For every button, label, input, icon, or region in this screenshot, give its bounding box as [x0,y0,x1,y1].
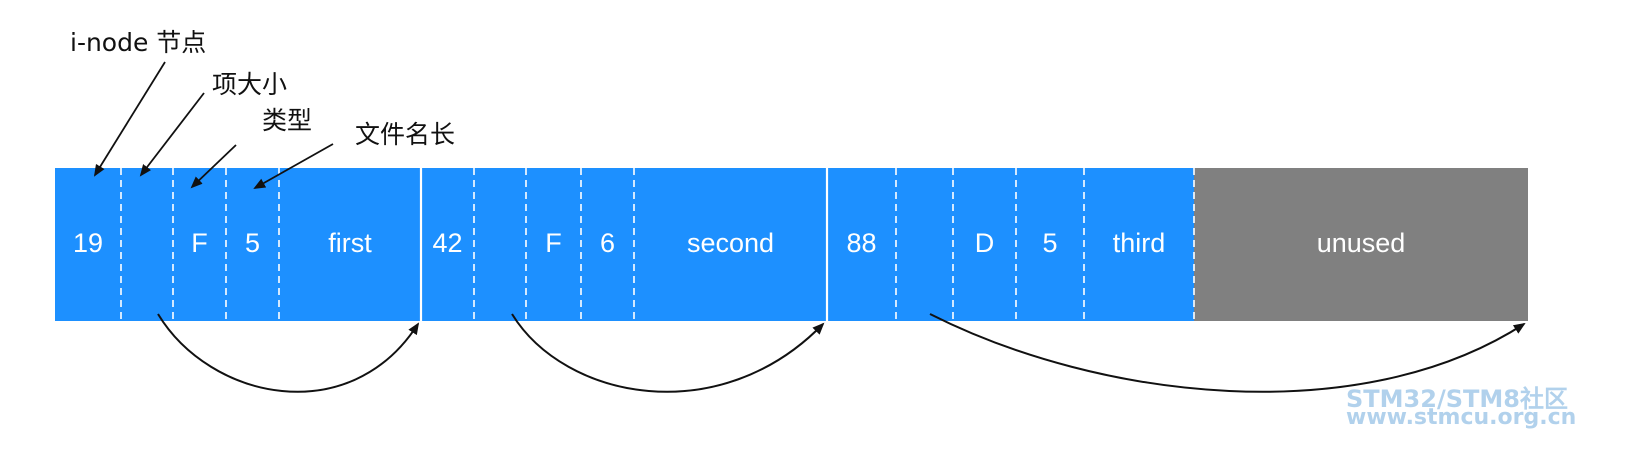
type-label: 类型 [262,106,313,135]
used-region [55,168,1194,321]
entry-1-name-value: first [328,228,372,258]
entry-3-name-len-value: 5 [1042,228,1057,258]
entry-1-type-value: F [191,228,208,258]
unused-region [1194,168,1528,321]
name-len-callout-arrow [253,143,334,189]
record-length-arrow-2 [511,313,825,393]
entry-1-inode-value: 19 [73,228,103,258]
watermark-title: STM32/STM8社区 [1346,385,1568,413]
entry-3-name-value: third [1113,228,1166,258]
type-callout-arrow [190,144,237,189]
record-length-arrow-3 [929,313,1526,393]
record-length-arrow-1 [157,313,420,393]
entry-3-inode-value: 88 [846,228,876,258]
inode-label: i-node 节点 [70,28,207,57]
rec-len-label: 项大小 [212,70,288,99]
inode-callout-arrow [93,61,166,177]
watermark-url: www.stmcu.org.cn [1346,405,1577,430]
entry-2-name-value: second [687,228,774,258]
name-len-label: 文件名长 [355,120,456,149]
entry-2-type-value: F [545,228,562,258]
entry-2-inode-value: 42 [432,228,462,258]
entry-2-name-len-value: 6 [600,228,615,258]
unused-value: unused [1317,228,1406,258]
entry-1-name-len-value: 5 [245,228,260,258]
entry-3-type-value: D [975,228,995,258]
rec-len-callout-arrow [139,92,205,177]
